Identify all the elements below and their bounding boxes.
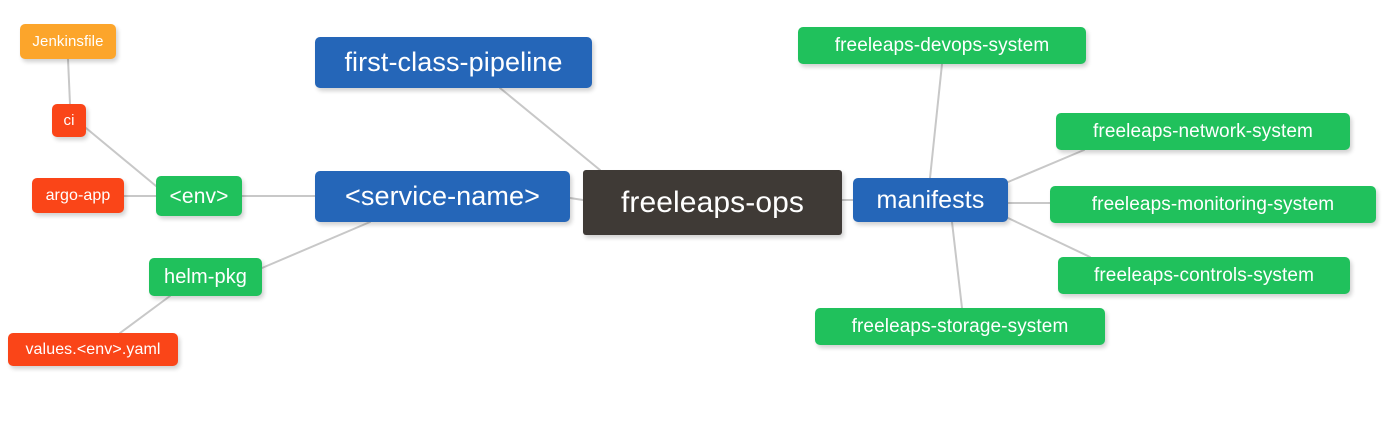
edge-manifests-to-freeleaps-storage-system — [951, 221, 963, 309]
mindmap-node-argo-app[interactable]: argo-app — [32, 178, 124, 213]
edge-manifests-to-freeleaps-controls-system — [1007, 217, 1091, 258]
mindmap-node-values-env-yaml[interactable]: values.<env>.yaml — [8, 333, 178, 366]
edge-helm-pkg-to-values-env-yaml — [119, 295, 171, 334]
mindmap-node-ci[interactable]: ci — [52, 104, 86, 137]
mindmap-node-helm-pkg[interactable]: helm-pkg — [149, 258, 262, 296]
mindmap-node-freeleaps-controls-system[interactable]: freeleaps-controls-system — [1058, 257, 1350, 294]
mindmap-node-freeleaps-devops-system[interactable]: freeleaps-devops-system — [798, 27, 1086, 64]
edge-service-name-to-freeleaps-ops — [569, 197, 584, 201]
mindmap-node-freeleaps-ops[interactable]: freeleaps-ops — [583, 170, 842, 235]
edge-first-class-pipeline-to-freeleaps-ops — [499, 87, 601, 171]
mindmap-node-service-name[interactable]: <service-name> — [315, 171, 570, 222]
mindmap-node-freeleaps-storage-system[interactable]: freeleaps-storage-system — [815, 308, 1105, 345]
mindmap-node-first-class-pipeline[interactable]: first-class-pipeline — [315, 37, 592, 88]
edge-service-name-to-helm-pkg — [261, 221, 371, 269]
mindmap-node-env[interactable]: <env> — [156, 176, 242, 216]
edge-manifests-to-freeleaps-devops-system — [929, 63, 943, 179]
edge-manifests-to-freeleaps-network-system — [1007, 149, 1085, 183]
mindmap-node-freeleaps-network-system[interactable]: freeleaps-network-system — [1056, 113, 1350, 150]
mindmap-node-manifests[interactable]: manifests — [853, 178, 1008, 222]
mindmap-node-freeleaps-monitoring-system[interactable]: freeleaps-monitoring-system — [1050, 186, 1376, 223]
edge-jenkinsfile-to-ci — [67, 58, 71, 105]
mindmap-node-jenkinsfile[interactable]: Jenkinsfile — [20, 24, 116, 59]
